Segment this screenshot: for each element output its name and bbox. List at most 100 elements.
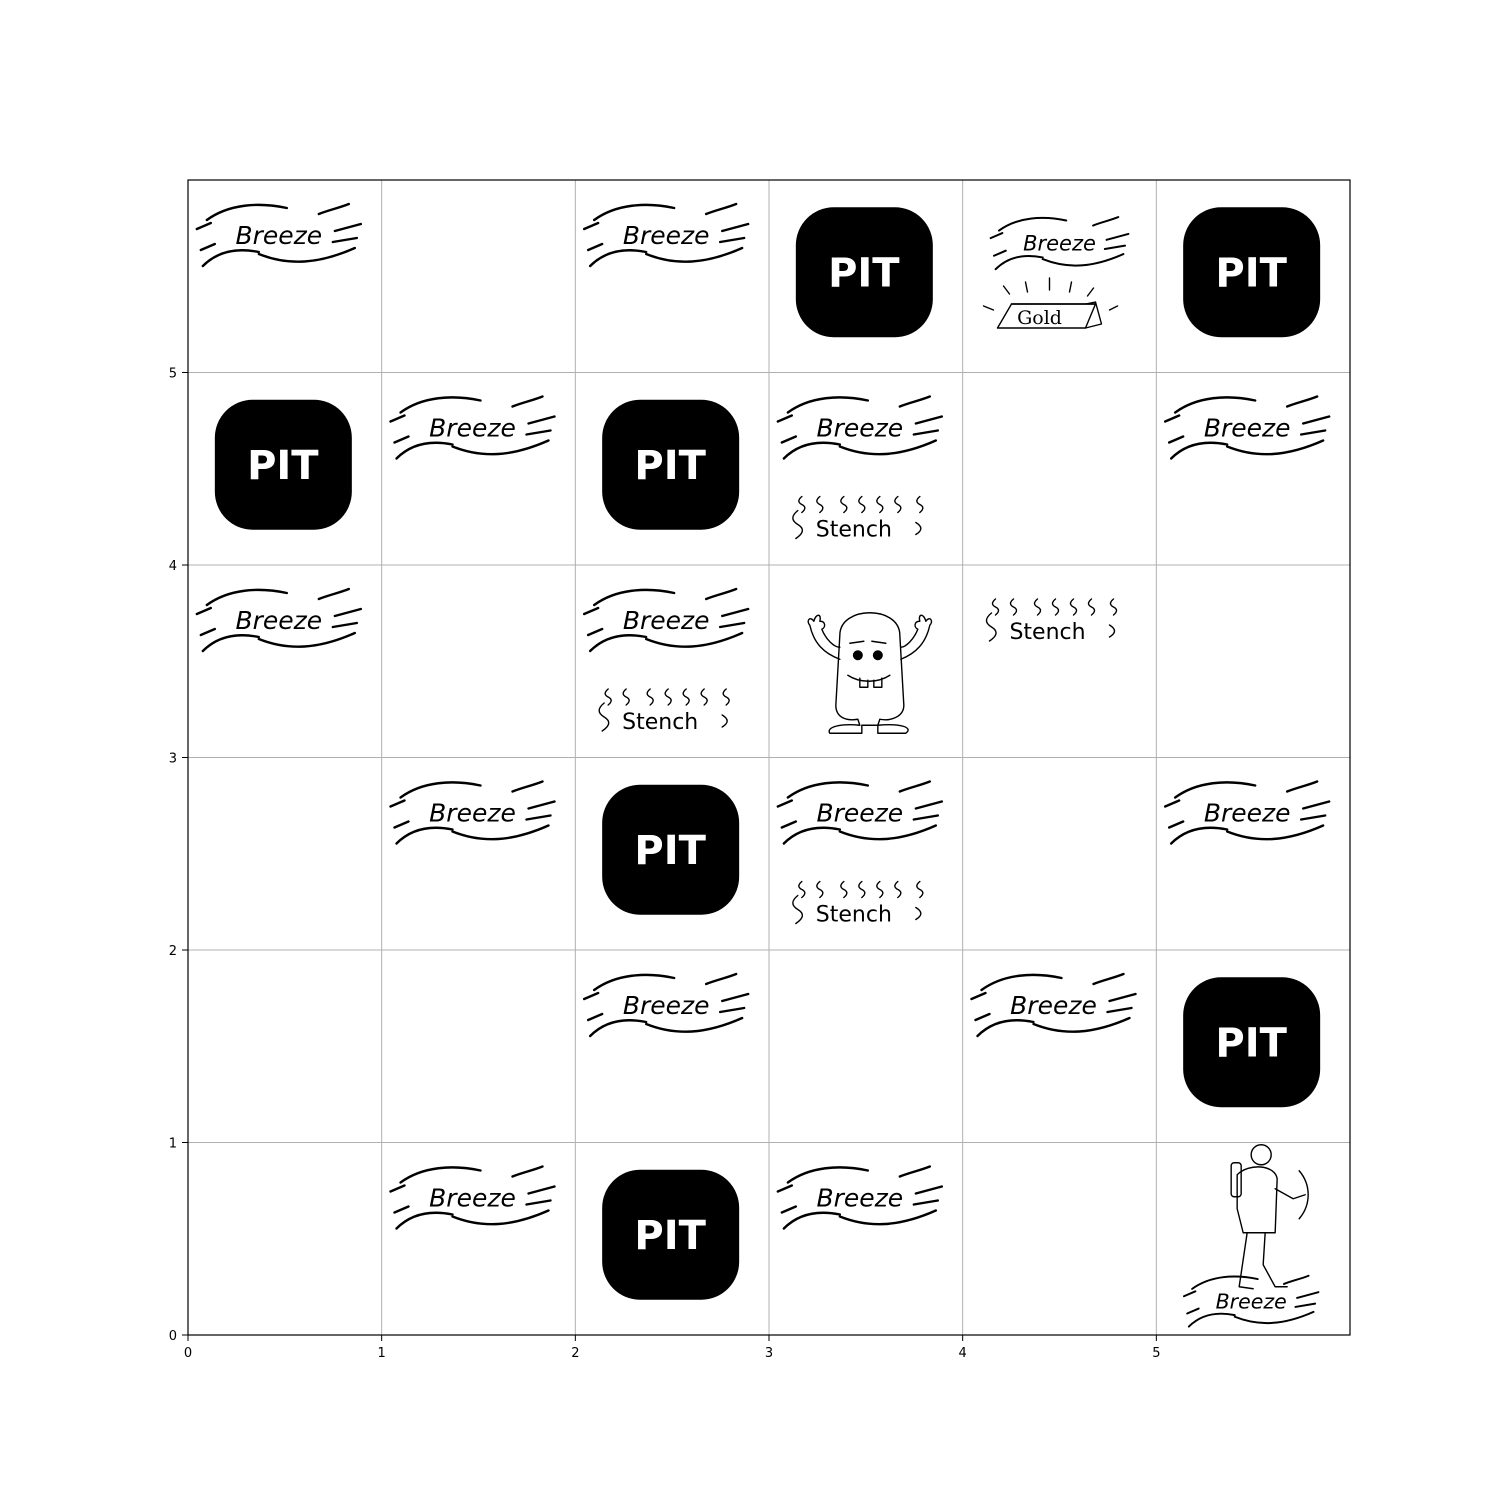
- breeze-line: [399, 1166, 482, 1184]
- stench-line: [858, 495, 866, 514]
- stench-line: [1033, 598, 1042, 616]
- breeze-line: [1163, 414, 1181, 423]
- gold-shine: [1024, 281, 1029, 293]
- cell: PIT: [1183, 207, 1321, 338]
- breeze-line: [780, 1205, 798, 1214]
- breeze-line: [1296, 1291, 1320, 1299]
- breeze-line: [527, 800, 556, 810]
- breeze-line: [912, 814, 940, 821]
- breeze-line: [898, 395, 932, 408]
- breeze-line: [1301, 800, 1331, 810]
- breeze-line: [780, 820, 798, 829]
- breeze-line: [399, 781, 482, 799]
- breeze-label: Breeze: [429, 1184, 516, 1213]
- cell: PIT: [1183, 977, 1321, 1108]
- breeze-line: [588, 249, 648, 268]
- stench-line: [916, 880, 924, 899]
- breeze-line: [201, 634, 261, 653]
- cell: Breeze: [1182, 1144, 1320, 1328]
- breeze-line: [914, 800, 944, 810]
- breeze-line: [195, 606, 213, 616]
- breeze-icon: Breeze: [389, 395, 556, 460]
- pit-label: PIT: [634, 1213, 706, 1259]
- breeze-line: [976, 1019, 1035, 1038]
- breeze-icon: Breeze: [582, 972, 750, 1038]
- breeze-line: [389, 1184, 406, 1193]
- breeze-line: [1233, 1310, 1315, 1325]
- breeze-label: Breeze: [623, 221, 710, 250]
- agent-legs: [1238, 1232, 1288, 1290]
- agent-pack: [1230, 1162, 1242, 1198]
- stench-line: [721, 714, 728, 728]
- breeze-line: [1092, 216, 1120, 227]
- breeze-line: [1282, 1274, 1310, 1285]
- breeze-line: [644, 246, 744, 263]
- stench-line: [876, 495, 884, 514]
- gold-icon: Gold: [982, 277, 1119, 329]
- breeze-line: [898, 780, 932, 793]
- breeze-icon: Breeze: [582, 202, 750, 268]
- cell: Breeze: [1163, 395, 1331, 460]
- gold-shine: [1068, 281, 1073, 293]
- stench-line: [1087, 598, 1096, 616]
- stench-line: [894, 495, 902, 514]
- breeze-lines: Breeze: [389, 395, 556, 460]
- breeze-icon: Breeze: [776, 1165, 944, 1230]
- breeze-label: Breeze: [816, 414, 903, 443]
- x-tick-label: 0: [184, 1346, 192, 1361]
- stench-line: [991, 598, 1000, 616]
- breeze-label: Breeze: [1216, 1290, 1287, 1314]
- stench-icon: Stench: [792, 880, 924, 928]
- breeze-line: [582, 991, 600, 1001]
- cell: Breeze: [970, 972, 1137, 1038]
- stench-line: [664, 688, 672, 706]
- gold-bar: Gold: [982, 277, 1119, 329]
- wumpus-tooth: [873, 677, 883, 688]
- agent-arm: [1274, 1188, 1306, 1200]
- breeze-lines: Breeze: [776, 395, 944, 460]
- breeze-line: [782, 1211, 842, 1230]
- breeze-line: [720, 222, 750, 233]
- cell: Breeze: [389, 1165, 556, 1230]
- stench-line: [915, 521, 922, 536]
- agent-bow: [1298, 1170, 1309, 1220]
- breeze-line: [205, 203, 289, 222]
- stench-line: [894, 880, 902, 899]
- breeze-line: [838, 1209, 938, 1226]
- pit-icon: PIT: [602, 784, 740, 915]
- pit-shape: [602, 784, 740, 915]
- breeze-line: [395, 1211, 454, 1230]
- breeze-line: [333, 222, 363, 233]
- stench-lines: Stench: [985, 598, 1118, 645]
- breeze-line: [395, 441, 454, 460]
- breeze-line: [586, 1012, 604, 1022]
- pit-shape: [602, 399, 740, 530]
- breeze-lines: Breeze: [389, 780, 556, 845]
- gold-shine: [982, 305, 995, 311]
- breeze-line: [1163, 799, 1181, 808]
- y-tick-label: 5: [169, 367, 177, 382]
- breeze-line: [331, 621, 359, 629]
- y-tick-label: 2: [169, 944, 177, 959]
- stench-line: [682, 688, 690, 706]
- cell: PIT: [602, 1169, 740, 1300]
- breeze-line: [992, 249, 1007, 257]
- breeze-line: [195, 221, 213, 231]
- breeze-line: [525, 814, 552, 821]
- breeze-line: [393, 435, 410, 444]
- wumpus-figure: [807, 612, 933, 734]
- x-tick-label: 4: [959, 1346, 967, 1361]
- breeze-line: [1285, 395, 1319, 408]
- breeze-line: [718, 1006, 746, 1014]
- pit-label: PIT: [1215, 250, 1287, 296]
- breeze-line: [511, 395, 544, 408]
- breeze-line: [776, 1184, 794, 1193]
- breeze-line: [1294, 1302, 1317, 1308]
- breeze-line: [395, 826, 454, 845]
- breeze-line: [582, 606, 600, 616]
- breeze-icon: Breeze: [970, 972, 1137, 1038]
- stench-lines: Stench: [792, 880, 924, 928]
- breeze-icon: Breeze: [776, 780, 944, 845]
- agent-head: [1250, 1144, 1272, 1166]
- breeze-label: Breeze: [816, 799, 903, 828]
